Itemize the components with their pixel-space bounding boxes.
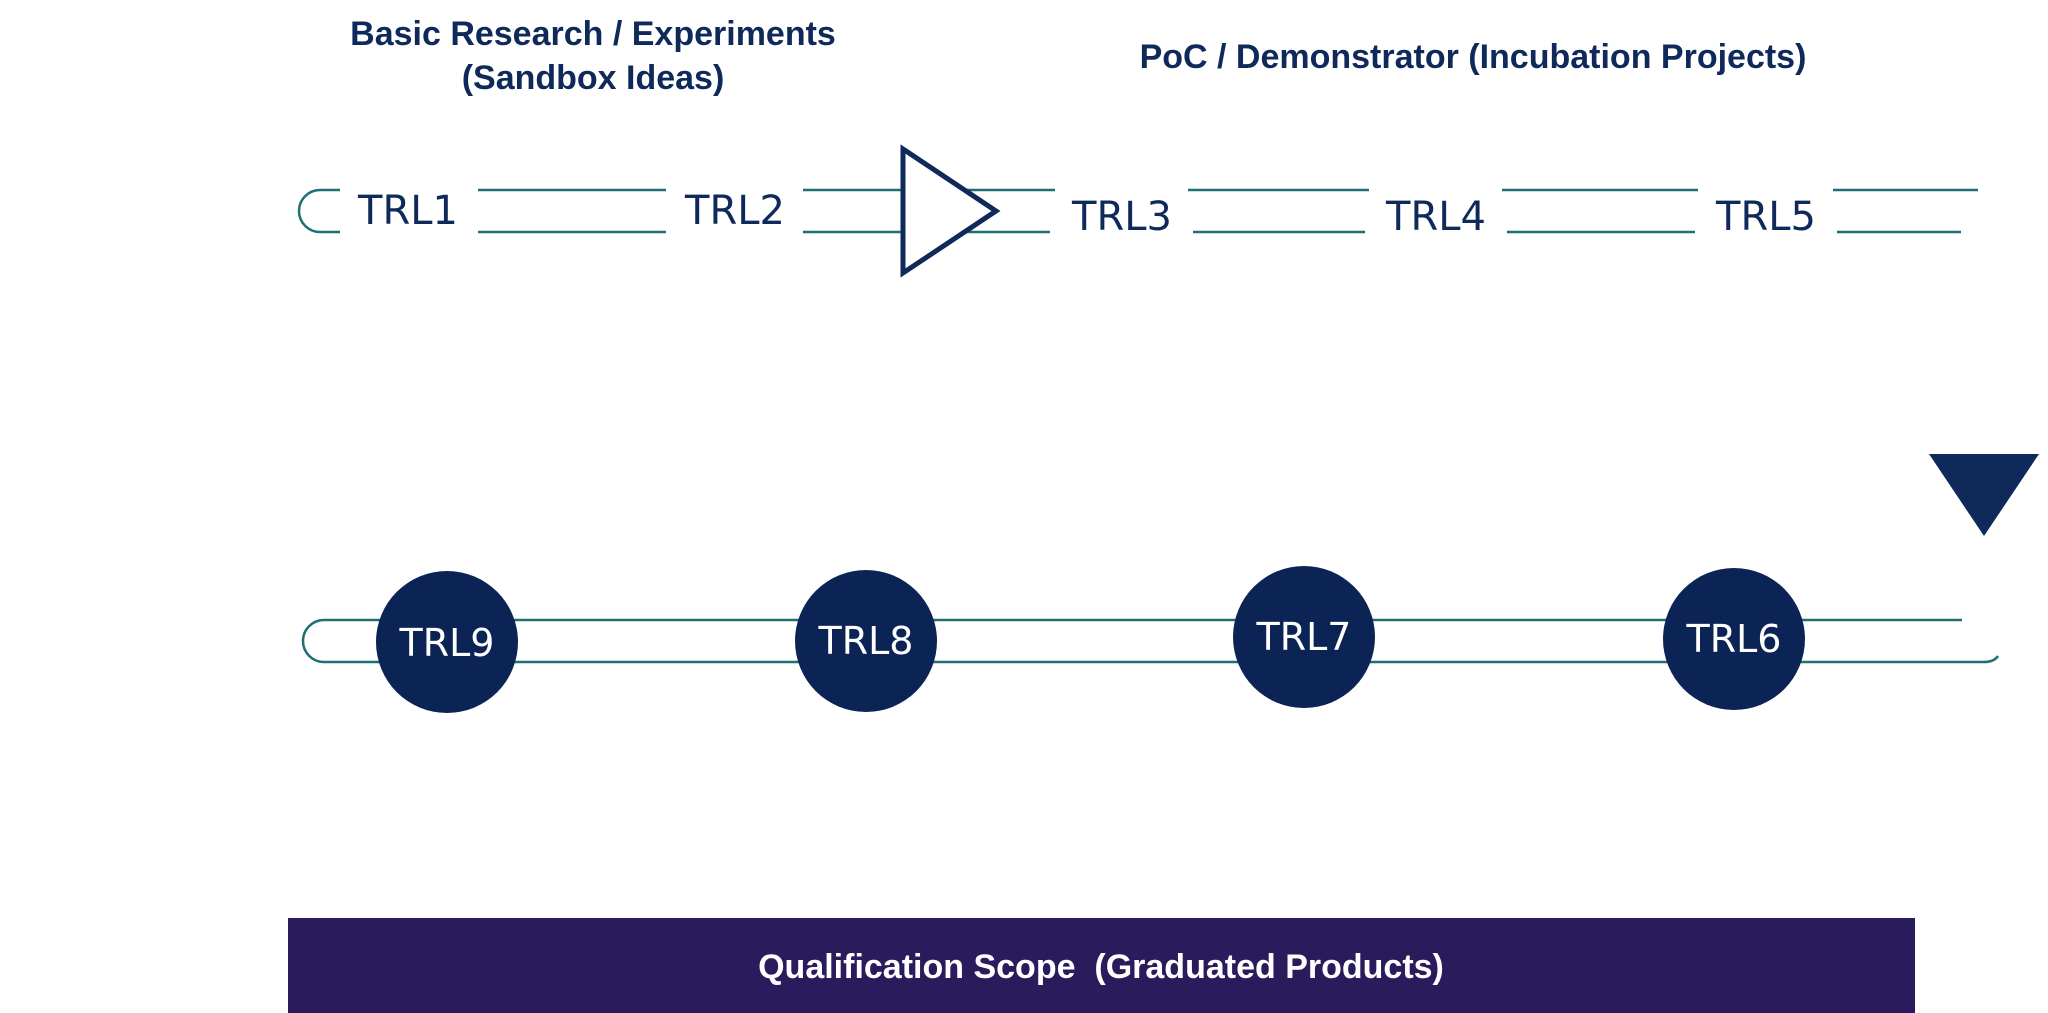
stage-label-trl5: TRL5 — [1715, 194, 1816, 240]
stage-circle-trl9 — [376, 571, 518, 713]
stage-circle-label-trl6: TRL6 — [1686, 617, 1782, 661]
qualification-scope-bar — [288, 918, 1915, 1013]
stage-circle-trl6 — [1663, 568, 1805, 710]
top-track-segments — [478, 188, 1978, 234]
stage-label-trl4: TRL4 — [1385, 194, 1486, 240]
heading-poc-demonstrator: PoC / Demonstrator (Incubation Projects) — [1140, 38, 1807, 76]
stage-circle-label-trl9: TRL9 — [399, 621, 495, 665]
stage-circle-label-trl7: TRL7 — [1256, 615, 1352, 659]
transition-down-triangle-icon — [1929, 454, 2039, 536]
stage-label-trl1: TRL1 — [357, 188, 458, 234]
stage-circle-trl7 — [1233, 566, 1375, 708]
stage-circle-trl8 — [795, 570, 937, 712]
heading-basic-research: Basic Research / Experiments — [350, 15, 836, 53]
stage-label-trl3: TRL3 — [1071, 194, 1172, 240]
bottom-track-right-cap — [1983, 655, 2000, 664]
stage-gate-triangle-icon — [900, 144, 1001, 278]
qualification-scope-label: Qualification Scope (Graduated Products) — [758, 948, 1444, 986]
bottom-track — [301, 618, 1984, 664]
stage-circle-label-trl8: TRL8 — [818, 619, 914, 663]
stage-label-trl2: TRL2 — [684, 188, 785, 234]
heading-sandbox-ideas: (Sandbox Ideas) — [462, 59, 725, 97]
top-track-left-cap — [297, 188, 340, 234]
